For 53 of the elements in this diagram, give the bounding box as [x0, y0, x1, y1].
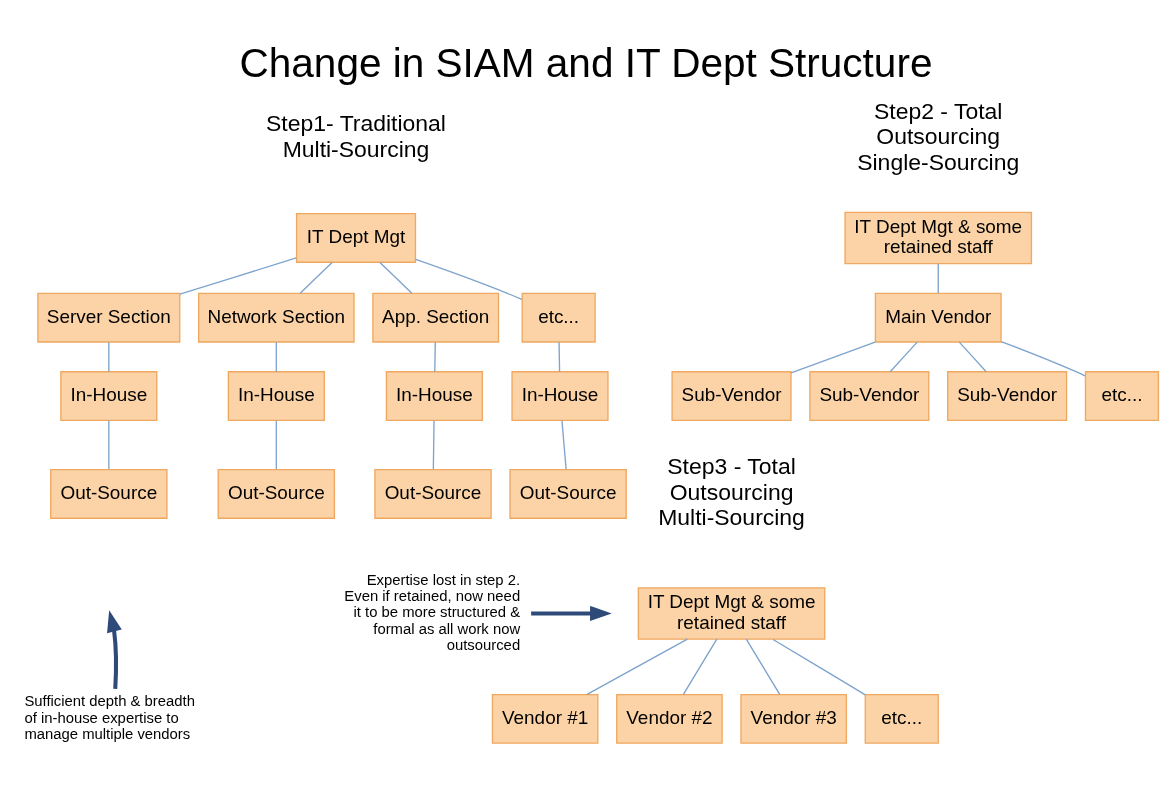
connector — [275, 419, 277, 470]
connector — [682, 638, 718, 695]
connector — [415, 258, 523, 300]
connector — [889, 340, 918, 372]
node-box: Sub-Vendor — [671, 370, 792, 421]
connector — [772, 638, 866, 696]
connector — [1000, 340, 1086, 376]
node-box: etc... — [1084, 370, 1160, 421]
node-box: Vendor #3 — [740, 693, 848, 744]
node-box: IT Dept Mgt — [295, 212, 417, 263]
node-box: Vendor #1 — [491, 693, 599, 744]
node-box: Sub-Vendor — [809, 370, 930, 421]
node-box: etc... — [521, 292, 596, 343]
connector — [299, 261, 333, 294]
connector — [790, 340, 876, 374]
node-box: In-House — [511, 370, 609, 421]
node-box: IT Dept Mgt & some retained staff — [637, 586, 826, 640]
connector — [958, 340, 987, 372]
node-box: Out-Source — [50, 468, 168, 519]
node-box: IT Dept Mgt & some retained staff — [844, 211, 1033, 264]
label: Step2 - Total Outsourcing Single-Sourcing — [857, 97, 1020, 175]
connector — [432, 419, 435, 470]
node-box: Out-Source — [374, 468, 492, 519]
connector — [108, 340, 110, 372]
node-box: App. Section — [372, 292, 500, 343]
node-box: Out-Source — [217, 468, 336, 519]
connector — [745, 638, 781, 695]
connector — [379, 261, 413, 294]
node-box: In-House — [227, 370, 325, 421]
connector — [434, 340, 436, 372]
node-box: Vendor #2 — [616, 693, 723, 744]
node-box: In-House — [385, 370, 483, 421]
connector — [937, 262, 939, 294]
node-box: Sub-Vendor — [947, 370, 1068, 421]
node-box: Server Section — [37, 292, 181, 343]
node-box: etc... — [864, 693, 939, 744]
connector — [558, 340, 561, 372]
connector — [586, 638, 689, 695]
node-box: In-House — [60, 370, 158, 421]
connector — [179, 256, 297, 295]
arrow — [107, 609, 122, 689]
node-text: Expertise lost in step 2. Even if retained, now need it to be more structured & formal as all work now outsourced — [344, 571, 521, 653]
connector — [275, 340, 277, 372]
node-box: Network Section — [197, 292, 355, 343]
label: Step1- Traditional Multi-Sourcing — [266, 109, 446, 162]
connector — [561, 419, 567, 470]
node-text: Sufficient depth & breadth of in-house expertise to manage multiple vendors — [24, 692, 195, 742]
arrow — [531, 605, 612, 621]
label: Step3 - Total Outsourcing Multi-Sourcing — [658, 452, 805, 530]
node-box: Out-Source — [509, 468, 627, 519]
node-box: Main Vendor — [874, 292, 1002, 343]
connector — [108, 419, 110, 470]
diagram-title: Change in SIAM and IT Dept Structure — [239, 39, 933, 86]
